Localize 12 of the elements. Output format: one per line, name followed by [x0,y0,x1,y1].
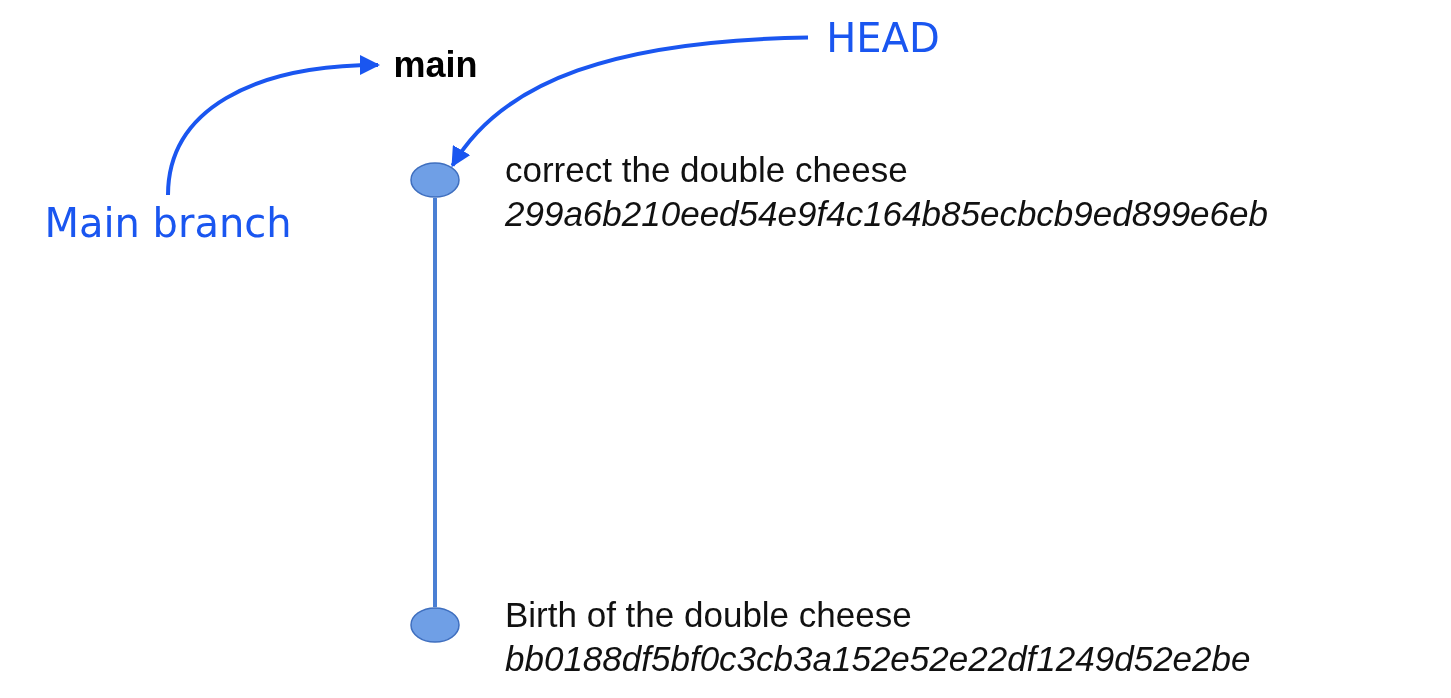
commit-dot [410,162,460,198]
commit-message: correct the double cheese [505,150,908,190]
commit-hash: 299a6b210eed54e9f4c164b85ecbcb9ed899e6eb [505,194,1268,234]
commit-hash: bb0188df5bf0c3cb3a152e52e22df1249d52e2be [505,639,1251,679]
branch-line [433,198,437,607]
curved-arrow [166,55,380,196]
handwritten-note: HEAD [808,10,958,65]
commit-message: Birth of the double cheese [505,595,912,635]
handwritten-note: Main branch [18,195,318,250]
branch-label: main [378,40,493,90]
commit-dot [410,607,460,643]
curved-arrow [450,35,809,168]
